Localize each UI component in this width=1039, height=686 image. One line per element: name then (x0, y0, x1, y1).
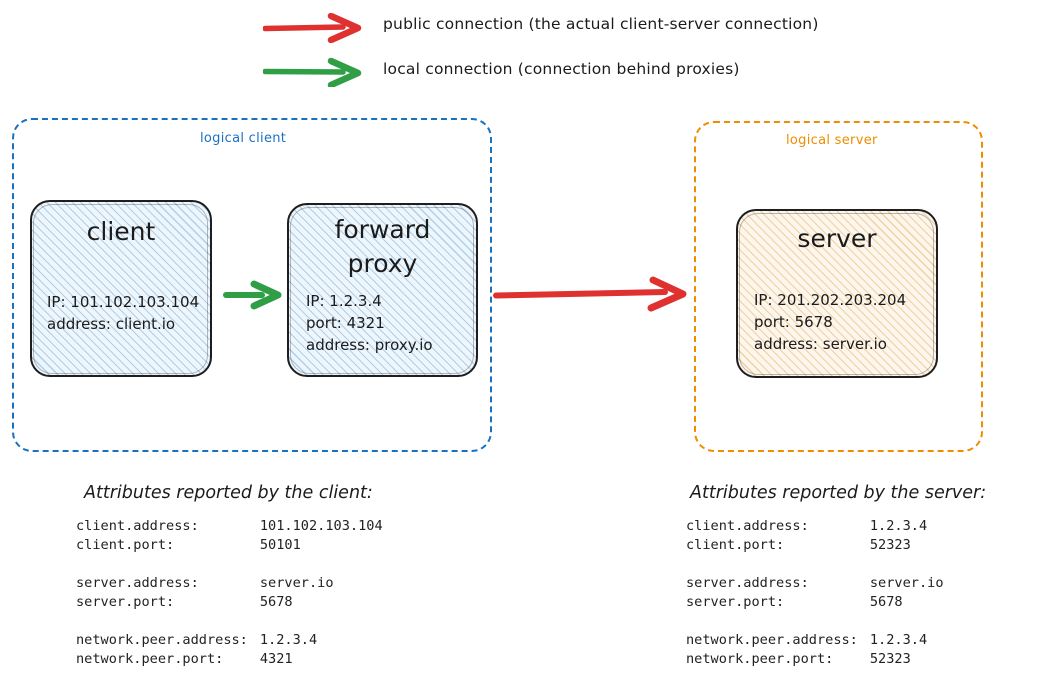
attribute-row-spacer (686, 555, 944, 574)
green-right-arrow-icon (263, 57, 362, 87)
attribute-value: 101.102.103.104 (259, 518, 383, 534)
attribute-value (260, 612, 383, 631)
attribute-value: 4321 (259, 651, 293, 667)
red-right-arrow-icon (263, 13, 362, 43)
client-attributes-body: client.address: 101.102.103.104 client.por… (76, 517, 383, 669)
client-attributes-table: client.address: 101.102.103.104 client.por… (76, 517, 383, 669)
logical-server-label: logical server (786, 133, 878, 148)
attribute-value: 1.2.3.4 (259, 632, 318, 648)
node-forward-proxy-details: IP: 1.2.3.4 port: 4321 address: proxy.io (306, 292, 433, 354)
attribute-key: client.address: (76, 518, 199, 534)
attribute-value: 5678 (259, 594, 293, 610)
attribute-value: 52323 (869, 651, 911, 667)
logical-server-container (694, 121, 983, 452)
node-server[interactable]: server IP: 201.202.203.204 port: 5678 ad… (736, 209, 938, 378)
attribute-value (870, 612, 944, 631)
server-attributes-heading: Attributes reported by the server: (690, 483, 987, 503)
attribute-row: client.address: 101.102.103.104 (76, 517, 383, 536)
attribute-key (76, 555, 260, 574)
attribute-row-spacer (76, 612, 383, 631)
attribute-key: client.port: (76, 537, 175, 553)
attribute-row: network.peer.address: 1.2.3.4 (686, 631, 944, 650)
attribute-value: server.io (869, 575, 944, 591)
attribute-row: server.address: server.io (76, 574, 383, 593)
attribute-value: 52323 (869, 537, 911, 553)
attribute-value: 50101 (259, 537, 301, 553)
attribute-value (260, 555, 383, 574)
attribute-key: client.address: (686, 518, 809, 534)
node-client-title: client (86, 217, 156, 246)
attribute-row: server.address: server.io (686, 574, 944, 593)
node-server-title: server (797, 224, 877, 253)
client-attributes-heading: Attributes reported by the client: (84, 483, 373, 503)
arrow-client-to-proxy (223, 280, 282, 310)
attribute-row: network.peer.address: 1.2.3.4 (76, 631, 383, 650)
attribute-key: network.peer.port: (76, 651, 224, 667)
attribute-value (870, 555, 944, 574)
attribute-key: server.address: (686, 575, 809, 591)
attribute-key: server.address: (76, 575, 199, 591)
legend-label-public: public connection (the actual client-ser… (383, 15, 819, 33)
attribute-key: network.peer.port: (686, 651, 834, 667)
attribute-row: client.port: 52323 (686, 536, 944, 555)
attribute-key: server.port: (76, 594, 175, 610)
attribute-value: server.io (259, 575, 334, 591)
attribute-key (76, 612, 260, 631)
attribute-value: 5678 (869, 594, 903, 610)
attribute-row-spacer (76, 555, 383, 574)
attribute-row: client.port: 50101 (76, 536, 383, 555)
attribute-row: server.port: 5678 (76, 593, 383, 612)
attribute-key: network.peer.address: (76, 632, 248, 648)
legend-label-local: local connection (connection behind prox… (383, 60, 740, 78)
node-forward-proxy[interactable]: forward proxy IP: 1.2.3.4 port: 4321 add… (287, 203, 478, 377)
node-forward-proxy-title: forward proxy (334, 215, 431, 278)
logical-client-label: logical client (200, 131, 287, 146)
node-client-details: IP: 101.102.103.104 address: client.io (47, 293, 200, 333)
attribute-value: 1.2.3.4 (869, 518, 928, 534)
node-server-details: IP: 201.202.203.204 port: 5678 address: … (754, 291, 907, 353)
attribute-row-spacer (686, 612, 944, 631)
attribute-key: server.port: (686, 594, 785, 610)
node-client[interactable]: client IP: 101.102.103.104 address: clie… (30, 200, 212, 377)
logical-client-container (12, 118, 492, 452)
attribute-key (686, 612, 870, 631)
attribute-row: network.peer.port: 4321 (76, 650, 383, 669)
attribute-value: 1.2.3.4 (869, 632, 928, 648)
attribute-key (686, 555, 870, 574)
attribute-row: server.port: 5678 (686, 593, 944, 612)
attribute-row: client.address: 1.2.3.4 (686, 517, 944, 536)
attribute-key: client.port: (686, 537, 785, 553)
attribute-key: network.peer.address: (686, 632, 858, 648)
arrow-proxy-to-server (493, 276, 687, 312)
attribute-row: network.peer.port: 52323 (686, 650, 944, 669)
